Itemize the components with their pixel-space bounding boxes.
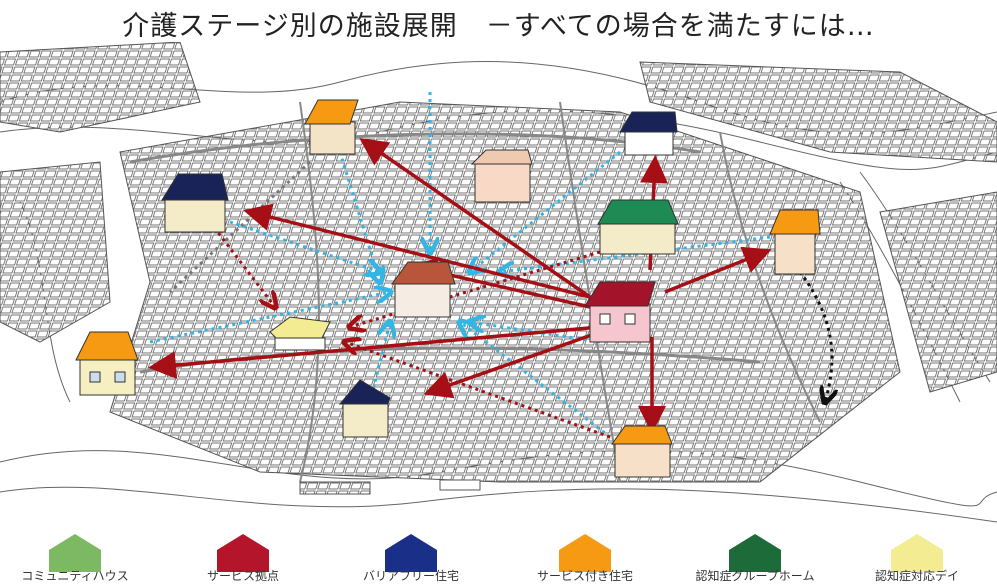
legend-item-service-housing: サービス付き住宅 (510, 530, 660, 584)
dotted-red-arrow (345, 342, 611, 439)
legend-item-dementia-day-care: 認知症対応デイ (842, 530, 992, 584)
solid-red-arrow (423, 330, 601, 399)
terrain (0, 42, 997, 530)
dementia-group-home-building (597, 199, 679, 255)
dotted-black-arrow (798, 271, 832, 402)
legend-item-community-house: コミュニティハウス (0, 530, 150, 584)
legend: コミュニティハウス サービス拠点 バリアフリー住宅 サービス付き住宅 認知症グル… (0, 530, 997, 584)
solid-red-arrow (243, 203, 591, 299)
house-shape-icon (891, 534, 943, 572)
legend-label: 認知症対応デイ (874, 569, 959, 583)
legend-label: コミュニティハウス (21, 569, 129, 583)
legend-label: 認知症グループホーム (695, 569, 815, 583)
legend-label: サービス付き住宅 (536, 569, 633, 583)
dotted-blue-arrow (149, 292, 390, 344)
barrier-free-housing-building (161, 173, 229, 233)
barrier-free-housing-building (619, 111, 678, 156)
house-shape-icon (559, 534, 611, 572)
service-housing-building (769, 209, 821, 275)
service-housing-building (304, 99, 359, 155)
dementia-support-arrows (208, 221, 611, 439)
community-house-building (391, 261, 456, 318)
service-housing-building (75, 331, 139, 396)
diagram-title: 介護ステージ別の施設展開 －すべての場合を満たすには… (122, 11, 875, 42)
dementia-day-care-building (269, 316, 331, 351)
house-shape-icon (729, 534, 781, 572)
solid-red-arrow (148, 325, 601, 380)
dotted-blue-arrow (229, 220, 380, 272)
solid-red-arrow (664, 246, 772, 294)
house-shape-icon (217, 534, 269, 572)
legend-item-barrier-free-housing: バリアフリー住宅 (336, 530, 486, 584)
legend-item-dementia-group-home: 認知症グループホーム (680, 530, 830, 584)
service-base-building (584, 281, 656, 343)
service-housing-building (611, 425, 673, 478)
legend-label: サービス拠点 (206, 569, 279, 583)
solid-red-arrow (359, 138, 591, 299)
legend-label: バリアフリー住宅 (362, 569, 459, 583)
service-base-arrows (148, 138, 772, 434)
house-shape-icon (49, 534, 101, 572)
legend-item-service-base: サービス拠点 (168, 530, 318, 584)
dotted-red-arrow (350, 250, 601, 327)
community-house-building (470, 149, 533, 203)
town-map (0, 42, 997, 530)
barrier-free-housing-building (338, 379, 391, 438)
house-shape-icon (385, 534, 437, 572)
